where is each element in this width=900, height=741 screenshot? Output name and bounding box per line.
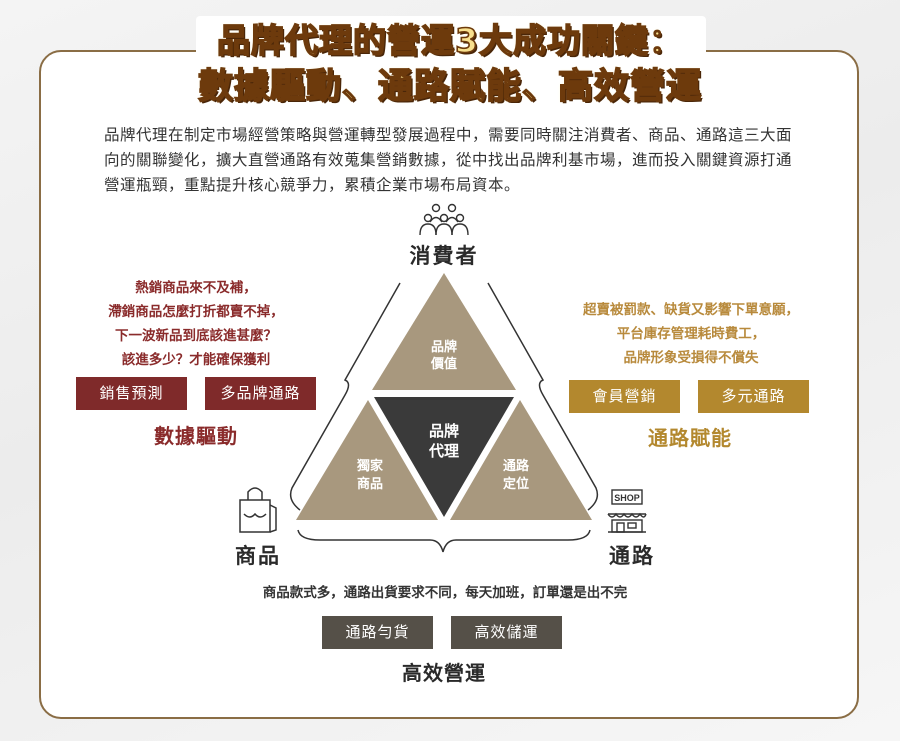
tag-member-marketing: 會員營銷 <box>569 380 680 413</box>
left-pain-line: 熱銷商品來不及補， <box>135 280 257 296</box>
top-triangle-line-1: 品牌 <box>431 339 457 355</box>
center-triangle-line-1: 品牌 <box>429 422 459 440</box>
bottom-pain-point: 商品款式多，通路出貨要求不同，每天加班，訂單還是出不完 <box>262 585 628 601</box>
left-pain-points: 熱銷商品來不及補， 滯銷商品怎麼打折都賣不掉， 下一波新品到底該進甚麼？ 該進多… <box>86 276 306 372</box>
bottom-bracket <box>297 529 591 553</box>
right-pain-line: 超賣被罰款、缺貨又影響下單意願， <box>583 302 799 318</box>
left-pain-line: 滯銷商品怎麼打折都賣不掉， <box>108 304 284 320</box>
left-triangle-line-1: 獨家 <box>356 458 384 474</box>
right-pain-points: 超賣被罰款、缺貨又影響下單意願， 平台庫存管理耗時費工， 品牌形象受損得不償失 <box>566 298 816 370</box>
heading-channel-empowerment: 通路賦能 <box>648 426 732 450</box>
left-triangle-line-2: 商品 <box>357 476 383 492</box>
title-line-1: 品牌代理的營運3大成功關鍵： <box>216 20 683 61</box>
center-triangle-line-2: 代理 <box>428 442 459 460</box>
title-backdrop <box>196 16 706 96</box>
triangle-left-exclusive-product <box>296 400 438 520</box>
node-channel-label: 通路 <box>609 544 655 568</box>
tag-efficient-logistics: 高效儲運 <box>451 616 562 649</box>
title-line-2: 數據驅動、通路賦能、高效營運 <box>197 66 702 108</box>
left-bracket <box>289 282 401 511</box>
right-pain-line: 平台庫存管理耗時費工， <box>616 326 766 342</box>
right-triangle-line-2: 定位 <box>502 476 529 492</box>
shopping-bag-icon <box>239 487 277 533</box>
heading-data-driven: 數據驅動 <box>154 424 238 448</box>
right-triangle-line-1: 通路 <box>503 458 530 474</box>
left-pain-line: 該進多少？才能確保獲利 <box>121 352 271 368</box>
triangle-center-brand-agency <box>374 397 514 517</box>
tag-channel-allocation: 通路勻貨 <box>322 616 433 649</box>
top-triangle-line-2: 價值 <box>430 356 457 372</box>
triangle-right-channel-position <box>450 400 592 520</box>
heading-efficient-operation: 高效營運 <box>402 661 486 685</box>
left-pain-line: 下一波新品到底該進甚麼？ <box>115 328 277 344</box>
node-product-label: 商品 <box>235 544 281 568</box>
right-pain-line: 品牌形象受損得不償失 <box>623 350 759 366</box>
tag-multi-brand-channel: 多品牌通路 <box>205 377 316 410</box>
tag-sales-forecast: 銷售預測 <box>76 377 187 410</box>
right-bracket <box>487 282 599 511</box>
intro-paragraph: 品牌代理在制定市場經營策略與營運轉型發展過程中，需要同時關注消費者、商品、通路這… <box>104 126 793 194</box>
people-group-icon <box>419 203 469 236</box>
node-consumer-label: 消費者 <box>409 244 479 268</box>
shop-sign-text: SHOP <box>614 493 640 503</box>
triangle-top-brand-value <box>372 273 516 390</box>
shop-storefront-icon <box>607 489 647 533</box>
tag-diverse-channels: 多元通路 <box>698 380 809 413</box>
